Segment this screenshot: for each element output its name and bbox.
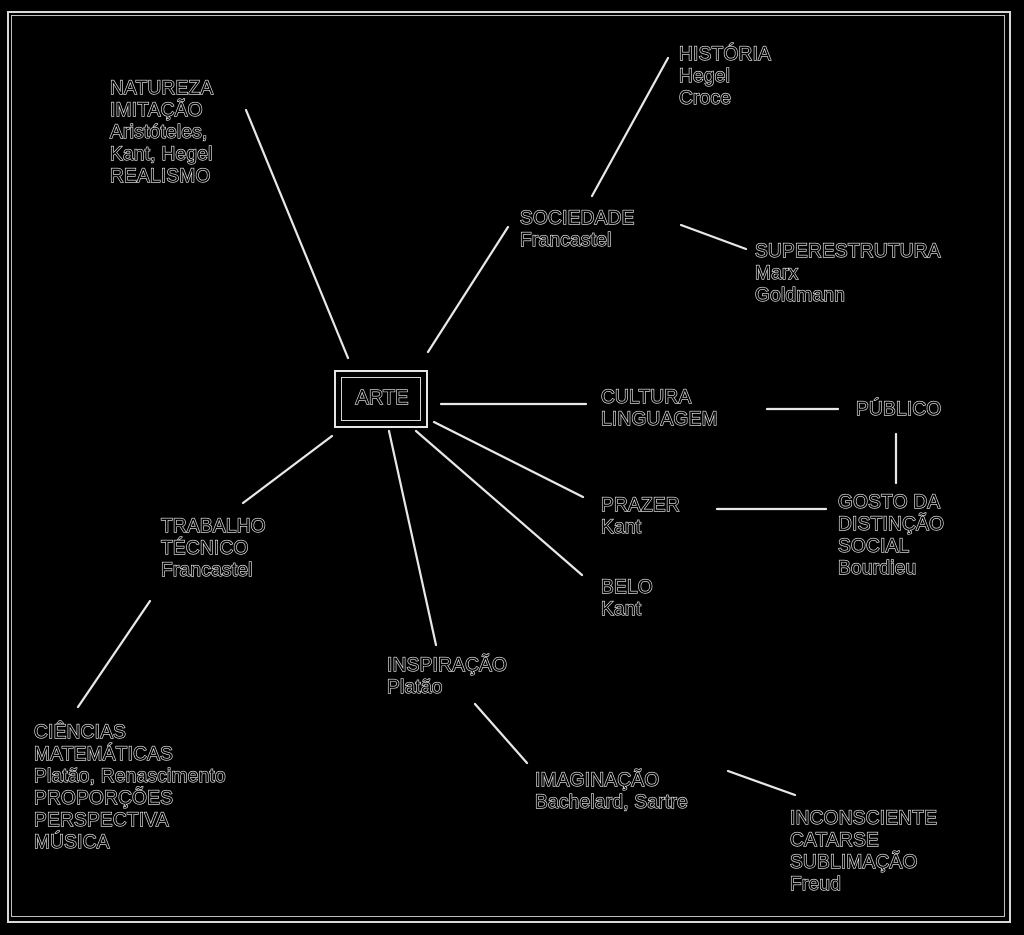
node-imaginacao: IMAGINAÇÃO Bachelard, Sartre [534, 769, 688, 814]
node-superestrutura-line: Goldmann [754, 284, 846, 306]
node-ciencias: CIÊNCIAS MATEMÁTICAS Platão, Renasciment… [33, 721, 226, 854]
node-imaginacao-line: Bachelard, Sartre [534, 791, 688, 813]
node-natureza: NATUREZA IMITAÇÃO Aristóteles, Kant, Heg… [109, 77, 214, 188]
node-gosto: GOSTO DA DISTINÇÃO SOCIAL Bourdieu [837, 491, 945, 580]
node-inconsciente: INCONSCIENTE CATARSE SUBLIMAÇÃO Freud [789, 807, 938, 896]
edge-arte-inspiracao [387, 429, 438, 647]
node-trabalho-line: Francastel [160, 559, 253, 581]
node-ciencias-line: PROPORÇÕES [33, 787, 174, 809]
node-trabalho-line: TRABALHO [160, 515, 266, 537]
edge-inspiracao-imaginacao [473, 702, 529, 765]
node-gosto-line: DISTINÇÃO [837, 513, 945, 535]
node-publico-line: PÚBLICO [855, 398, 942, 420]
node-ciencias-line: MÚSICA [33, 831, 110, 853]
node-inconsciente-line: CATARSE [789, 829, 880, 851]
node-belo: BELO Kant [600, 576, 653, 621]
node-gosto-line: SOCIAL [837, 535, 910, 557]
edge-arte-trabalho [241, 434, 334, 505]
node-natureza-line: NATUREZA [109, 77, 214, 99]
node-imaginacao-line: IMAGINAÇÃO [534, 769, 660, 791]
node-historia-line: Hegel [678, 65, 731, 87]
node-historia: HISTÓRIA Hegel Croce [678, 43, 772, 110]
node-publico: PÚBLICO [855, 398, 942, 421]
node-historia-line: HISTÓRIA [678, 43, 772, 65]
node-trabalho: TRABALHO TÉCNICO Francastel [160, 515, 266, 582]
edge-sociedade-superestrutura [679, 223, 748, 251]
node-natureza-line: REALISMO [109, 165, 211, 187]
node-inspiracao: INSPIRAÇÃO Platão [386, 654, 508, 699]
edge-arte-natureza [244, 108, 350, 360]
node-prazer: PRAZER Kant [600, 494, 680, 539]
node-ciencias-line: CIÊNCIAS [33, 721, 127, 743]
node-inspiracao-line: INSPIRAÇÃO [386, 654, 508, 676]
node-superestrutura-line: SUPERESTRUTURA [754, 240, 941, 262]
node-belo-line: Kant [600, 598, 642, 620]
inner-frame [11, 15, 1005, 917]
edge-arte-sociedade [426, 225, 510, 354]
node-inconsciente-line: Freud [789, 873, 842, 895]
node-historia-line: Croce [678, 87, 732, 109]
node-arte: ARTE [355, 386, 409, 409]
edge-sociedade-historia [590, 56, 670, 198]
node-sociedade-line: SOCIEDADE [519, 207, 635, 229]
node-cultura-line: LINGUAGEM [600, 408, 718, 430]
node-ciencias-line: Platão, Renascimento [33, 765, 226, 787]
node-prazer-line: PRAZER [600, 494, 680, 516]
node-cultura-line: CULTURA [600, 386, 692, 408]
outer-frame [7, 11, 1011, 923]
node-sociedade-line: Francastel [519, 229, 612, 251]
node-ciencias-line: MATEMÁTICAS [33, 743, 174, 765]
node-cultura: CULTURA LINGUAGEM [600, 386, 718, 431]
node-natureza-line: Kant, Hegel [109, 143, 213, 165]
node-natureza-line: IMITAÇÃO [109, 99, 203, 121]
node-gosto-line: Bourdieu [837, 557, 917, 579]
edge-imaginacao-inconsciente [726, 769, 797, 797]
node-inconsciente-line: SUBLIMAÇÃO [789, 851, 918, 873]
node-inconsciente-line: INCONSCIENTE [789, 807, 938, 829]
node-ciencias-line: PERSPECTIVA [33, 809, 169, 831]
node-superestrutura: SUPERESTRUTURA Marx Goldmann [754, 240, 941, 307]
node-sociedade: SOCIEDADE Francastel [519, 207, 635, 252]
node-gosto-line: GOSTO DA [837, 491, 941, 513]
edge-arte-prazer [432, 420, 585, 499]
node-trabalho-line: TÉCNICO [160, 537, 249, 559]
node-belo-line: BELO [600, 576, 653, 598]
node-superestrutura-line: Marx [754, 262, 799, 284]
arte-box-inner [341, 377, 421, 421]
edge-arte-belo [414, 429, 584, 577]
arte-box-outer [334, 370, 428, 428]
edge-trabalho-ciencias [76, 599, 152, 709]
node-natureza-line: Aristóteles, [109, 121, 208, 143]
node-prazer-line: Kant [600, 516, 642, 538]
node-inspiracao-line: Platão [386, 676, 443, 698]
